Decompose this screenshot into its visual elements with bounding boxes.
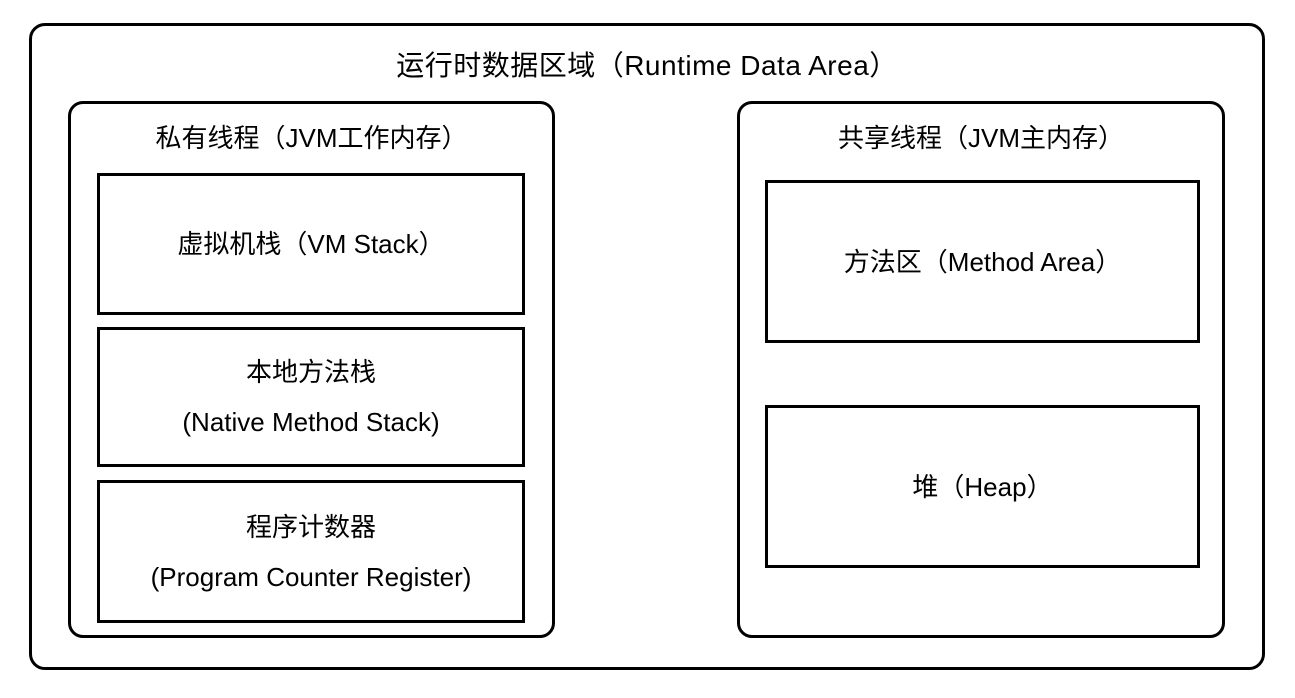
method-area-box: 方法区（Method Area） (765, 180, 1200, 343)
heap-label: 堆（Heap） (912, 471, 1053, 502)
shared-thread-group-title: 共享线程（JVM主内存） (837, 123, 1124, 153)
native-method-stack-label-en: (Native Method Stack) (182, 407, 440, 437)
heap-box: 堆（Heap） (765, 405, 1200, 568)
program-counter-label-en: (Program Counter Register) (150, 561, 472, 592)
vm-stack-label: 虚拟机栈（VM Stack） (177, 229, 445, 259)
native-method-stack-box: 本地方法栈 (Native Method Stack) (97, 327, 525, 467)
private-thread-group-box: 私有线程（JVM工作内存） 虚拟机栈（VM Stack） 本地方法栈 (Nati… (68, 101, 555, 638)
program-counter-box: 程序计数器 (Program Counter Register) (97, 480, 525, 623)
method-area-label: 方法区（Method Area） (843, 246, 1122, 277)
shared-thread-group-box: 共享线程（JVM主内存） 方法区（Method Area） 堆（Heap） (737, 101, 1225, 638)
vm-stack-box: 虚拟机栈（VM Stack） (97, 173, 525, 315)
private-thread-group-title: 私有线程（JVM工作内存） (155, 123, 468, 153)
native-method-stack-label-cn: 本地方法栈 (245, 357, 376, 387)
program-counter-label-cn: 程序计数器 (245, 511, 376, 542)
diagram-title: 运行时数据区域（Runtime Data Area） (396, 50, 898, 81)
runtime-data-area-box: 运行时数据区域（Runtime Data Area） 私有线程（JVM工作内存）… (29, 23, 1265, 670)
